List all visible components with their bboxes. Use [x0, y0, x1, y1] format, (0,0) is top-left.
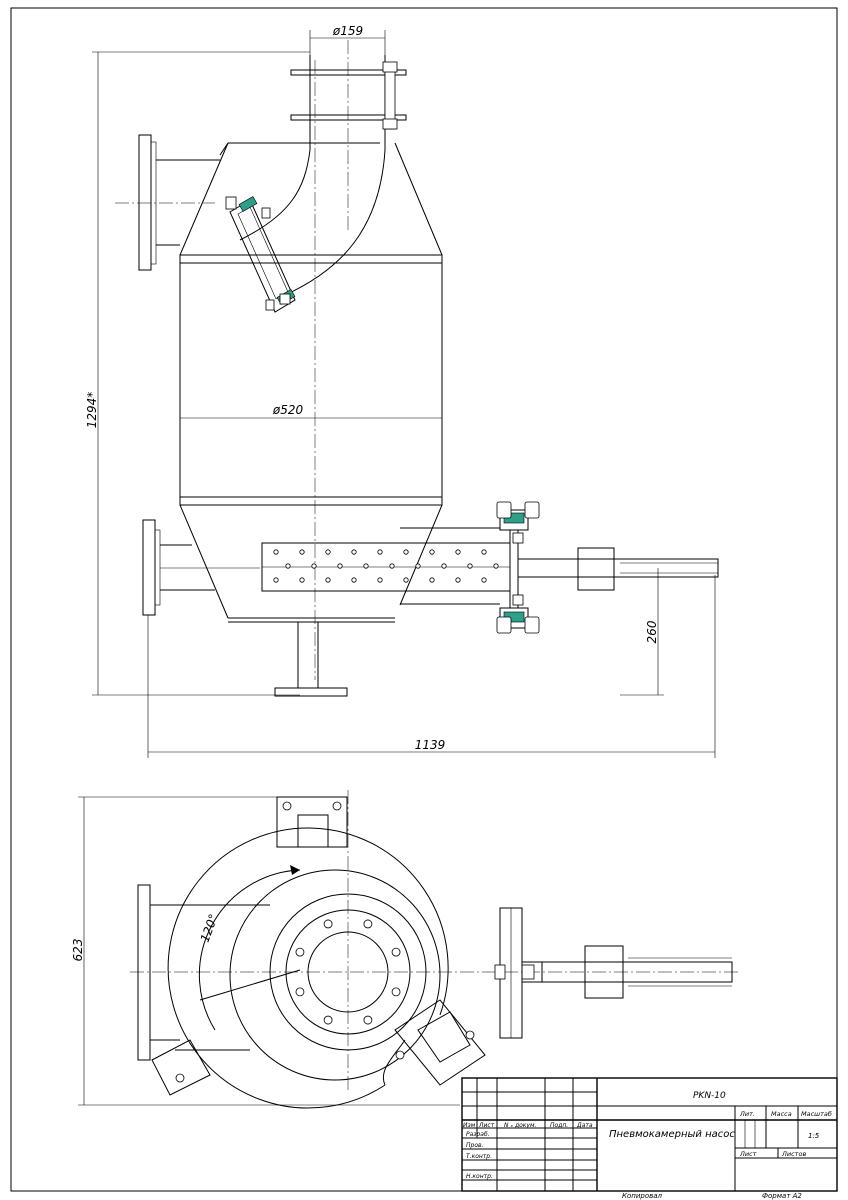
cell-sheets: Листов [781, 1150, 806, 1158]
perforation-hole [429, 549, 435, 555]
cell-mass: Масса [771, 1110, 792, 1118]
footer-copied: Копировал [622, 1192, 663, 1200]
sight-glass [225, 196, 296, 313]
plan-view: 120° 6 [71, 790, 740, 1109]
perforation-hole [455, 577, 461, 583]
flange-bolt-hole [295, 987, 305, 997]
hdr-sheet: Лист [478, 1122, 495, 1129]
footer-format: Формат А2 [762, 1192, 802, 1200]
cell-scale-label: Масштаб [801, 1110, 832, 1118]
sheet-frame [10, 7, 838, 1192]
perforation-hole [455, 549, 461, 555]
perforation-hole [351, 577, 357, 583]
flange-bolt-hole [323, 919, 333, 929]
perforation-hole [299, 577, 305, 583]
top-flange [290, 69, 407, 76]
perforation-hole [325, 549, 331, 555]
flange-bolt-hole [391, 947, 401, 957]
dim-label-height: 1294* [85, 392, 99, 429]
hdr-doc-no: N ₓ докум. [504, 1122, 536, 1129]
cell-letter: Лит. [739, 1110, 755, 1118]
plan-air-pipe [541, 961, 733, 983]
front-view: ø159 ø520 1294* 260 1139 [85, 24, 719, 758]
flange-bolt-hole [295, 947, 305, 957]
dim-body-diameter: ø520 [180, 403, 442, 419]
dim-outlet-height: 260 [620, 568, 664, 696]
perforation-hole [351, 549, 357, 555]
dim-label-angle: 120° [198, 912, 221, 944]
role-norm-control: Н.контр. [466, 1173, 493, 1180]
role-developer: Разраб. [466, 1131, 490, 1138]
dim-label-body: ø520 [272, 403, 304, 417]
dim-label-outlet: 260 [645, 620, 659, 643]
dim-overall-height: 1294* [85, 51, 310, 696]
plan-bolt-holes [295, 919, 401, 1025]
flange-bolt-hole [363, 919, 373, 929]
dim-label-length: 1139 [415, 738, 446, 752]
perforation-hole [481, 549, 487, 555]
perforation-hole [403, 577, 409, 583]
perforation-hole [311, 563, 317, 569]
title-block: PKN-10 Пневмокамерный насос Изм Лист N ₓ… [461, 1077, 838, 1192]
right-lug [394, 999, 486, 1086]
role-checker: Пров. [466, 1142, 484, 1149]
perforation-hole [377, 577, 383, 583]
perforation-hole [415, 563, 421, 569]
flange-bolt-hole [323, 1015, 333, 1025]
aeration-holes [273, 549, 499, 583]
perforation-hole [363, 563, 369, 569]
hdr-change: Изм [463, 1122, 476, 1129]
dim-label-plan-width: 623 [71, 939, 85, 962]
perforation-hole [285, 563, 291, 569]
perforation-hole [467, 563, 473, 569]
dim-plan-width: 623 [71, 796, 460, 1106]
perforation-hole [273, 577, 279, 583]
dim-pipe-diameter: ø159 [309, 24, 386, 60]
perforation-hole [429, 577, 435, 583]
perforation-hole [389, 563, 395, 569]
cell-sheet: Лист [739, 1150, 757, 1158]
body-cylinder [179, 254, 443, 506]
air-inlet-pipe [517, 558, 719, 578]
flange-bolt-hole [391, 987, 401, 997]
role-tech-control: Т.контр. [466, 1153, 492, 1160]
perforation-hole [299, 549, 305, 555]
second-flange [290, 114, 407, 121]
perforation-hole [377, 549, 383, 555]
perforation-hole [493, 563, 499, 569]
dim-overall-length: 1139 [147, 575, 716, 758]
cell-scale-value: 1:5 [808, 1132, 820, 1140]
drawing-name: Пневмокамерный насос [609, 1129, 735, 1140]
perforation-hole [337, 563, 343, 569]
perforation-hole [403, 549, 409, 555]
perforation-hole [441, 563, 447, 569]
dim-label-pipe: ø159 [332, 24, 363, 38]
hdr-signature: Подп. [550, 1122, 568, 1129]
plan-inner-bore [307, 931, 389, 1013]
perforation-hole [481, 577, 487, 583]
flange-bolt-hole [363, 1015, 373, 1025]
side-inlet-flange [138, 134, 152, 271]
hdr-date: Дата [576, 1122, 593, 1129]
outlet-flange [142, 519, 156, 616]
perforation-hole [325, 577, 331, 583]
plan-body-outline [167, 827, 449, 1109]
designation: PKN-10 [693, 1091, 726, 1101]
perforation-hole [273, 549, 279, 555]
